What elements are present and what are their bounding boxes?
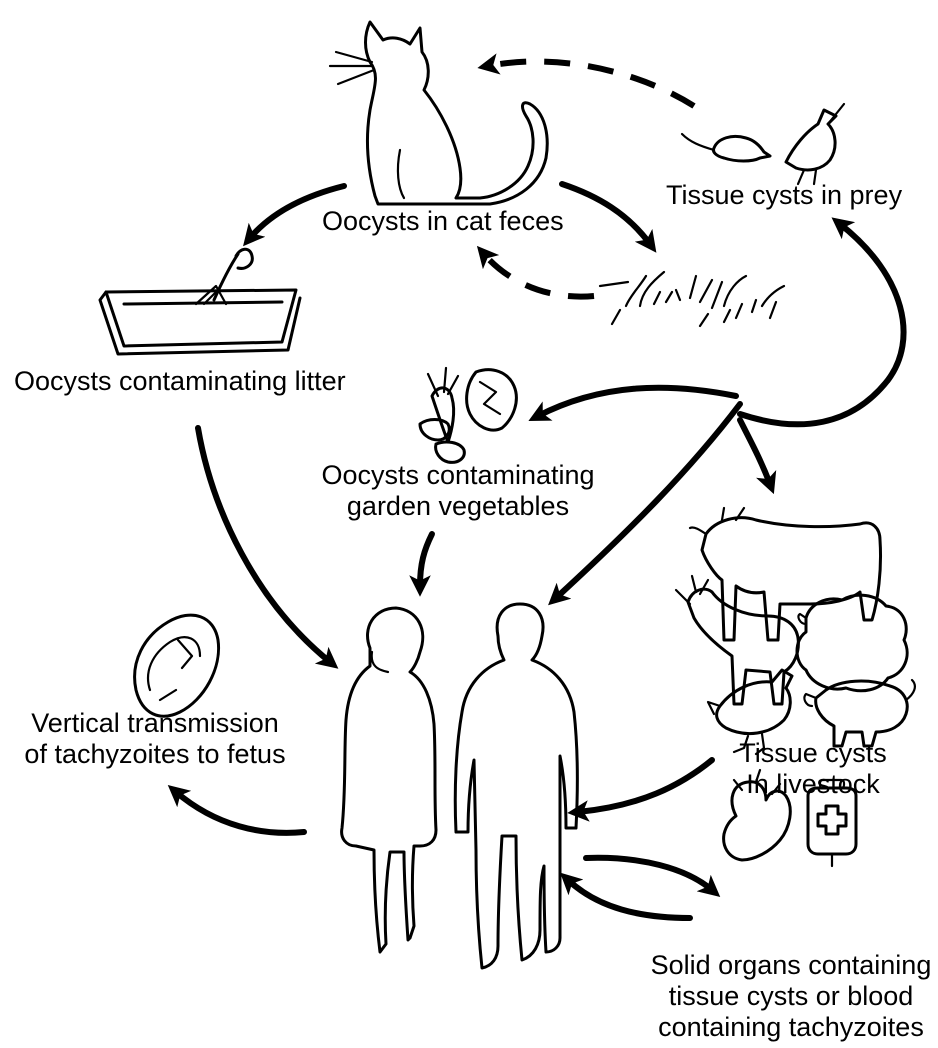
label-vegetables: Oocysts contaminating garden vegetables	[320, 460, 596, 522]
label-vegetables-line2: garden vegetables	[320, 491, 596, 522]
label-prey: Tissue cysts in prey	[666, 180, 902, 211]
label-organs: Solid organs containing tissue cysts or …	[648, 950, 934, 1043]
arrow-litter-to-humans	[198, 428, 330, 662]
label-livestock-line2: In livestock	[728, 769, 898, 800]
arrow-humans-to-organs	[586, 858, 712, 890]
label-fetus-line2: of tachyzoites to fetus	[20, 739, 290, 770]
woman-icon	[342, 608, 436, 952]
label-livestock-line1: Tissue cysts	[728, 738, 898, 769]
arrow-prey-to-cat	[488, 61, 694, 106]
arrow-grass-to-cat	[484, 254, 594, 297]
arrow-livestock-to-humans	[578, 760, 712, 812]
label-fetus: Vertical transmission of tachyzoites to …	[20, 708, 290, 770]
mouse-icon	[682, 134, 770, 161]
label-organs-line2: tissue cysts or blood	[648, 981, 934, 1012]
label-cat-feces: Oocysts in cat feces	[322, 206, 564, 237]
arrow-to-vegetables	[538, 388, 736, 416]
arrow-loop-to-prey	[740, 224, 904, 424]
goat-icon	[676, 576, 798, 704]
arrow-humans-to-fetus	[176, 792, 304, 833]
bird-icon	[786, 104, 844, 184]
fetus-icon	[135, 615, 219, 716]
litter-box-icon	[100, 249, 300, 354]
arrow-vegetables-to-humans	[420, 534, 432, 586]
man-icon	[455, 604, 577, 968]
cat-icon	[330, 22, 547, 204]
arrow-organs-to-humans	[568, 880, 690, 918]
label-organs-line1: Solid organs containing	[648, 950, 934, 981]
arrow-to-livestock	[740, 420, 770, 484]
label-organs-line3: containing tachyzoites	[648, 1012, 934, 1043]
arrow-cat-to-grass	[562, 184, 650, 244]
vegetables-icon	[420, 368, 516, 462]
label-livestock: Tissue cysts In livestock	[728, 738, 898, 800]
label-vegetables-line1: Oocysts contaminating	[320, 460, 596, 491]
sheep-icon	[797, 595, 907, 691]
label-litter: Oocysts contaminating litter	[14, 366, 346, 397]
grass-icon	[600, 272, 784, 326]
label-fetus-line1: Vertical transmission	[20, 708, 290, 739]
